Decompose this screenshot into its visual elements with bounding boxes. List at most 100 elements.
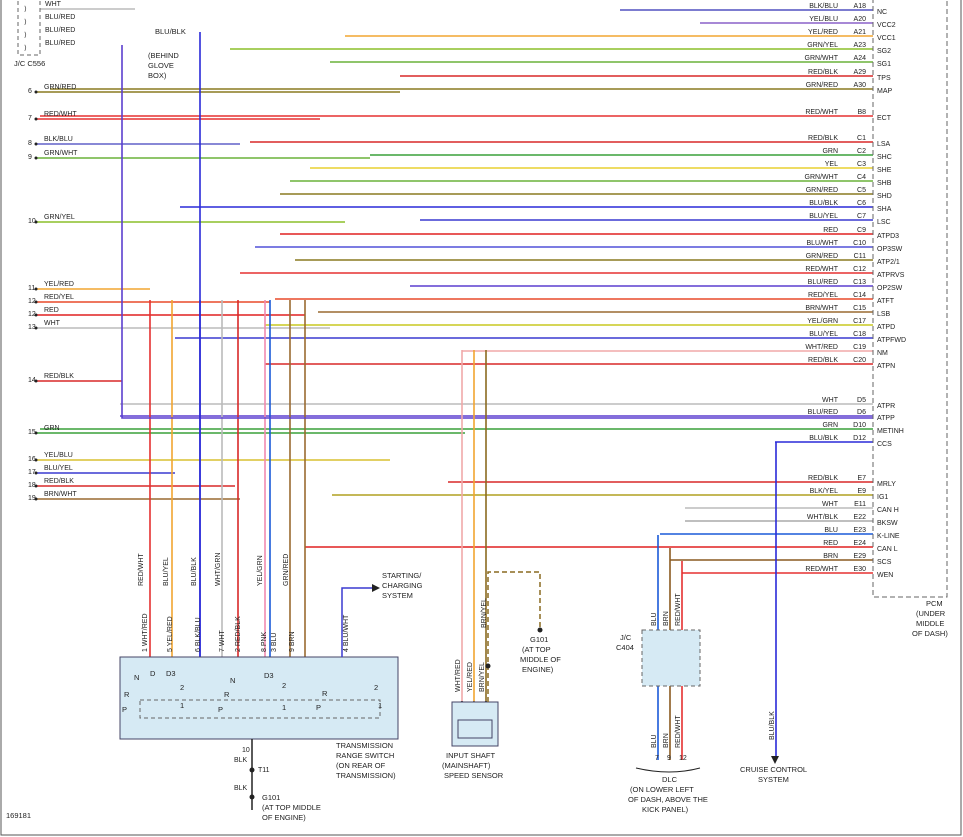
left-wire-label-5: RED/WHT <box>44 111 77 118</box>
pcm-pin-E23: E23 <box>854 527 867 534</box>
pcm-pin-D10: D10 <box>853 422 866 429</box>
pcm-wire-label-B8: RED/WHT <box>805 109 838 116</box>
left-wire-label-13: RED/BLK <box>44 373 74 380</box>
pcm-wire-label-C7: BLU/YEL <box>809 213 838 220</box>
left-wire-label-1: BLU/RED <box>45 14 75 21</box>
left-wire-label-11: RED <box>44 307 59 314</box>
g101-top-dot <box>537 627 543 633</box>
left-wire-label-4: GRN/RED <box>44 84 76 91</box>
cruise-wire-label: BLU/BLK <box>769 711 776 740</box>
pcm-pin-E9: E9 <box>857 488 866 495</box>
pcm-wire-label-C12: RED/WHT <box>805 266 838 273</box>
trs-pin-0: 1 WHT/RED <box>142 614 149 653</box>
pcm-pin-C15: C15 <box>853 305 866 312</box>
trs-pin-3: 7 WHT <box>219 630 226 653</box>
left-wire-label-16: BLU/YEL <box>44 465 73 472</box>
pcm-wire-label-E29: BRN <box>823 553 838 560</box>
pcm-pin-name-C13: OP2SW <box>877 285 903 292</box>
left-wire-label-8: GRN/YEL <box>44 214 75 221</box>
left-wire-num-12: 13 <box>28 324 36 331</box>
jc556-note-3: BOX) <box>148 71 167 80</box>
pcm-pin-name-D10: METINH <box>877 428 904 435</box>
pcm-wire-label-C9: RED <box>823 227 838 234</box>
iss-wire-label-1: YEL/RED <box>467 662 474 692</box>
pcm-label-4: OF DASH) <box>912 629 948 638</box>
left-wire-label-2: BLU/RED <box>45 27 75 34</box>
jc556-box <box>17 0 41 56</box>
trs-gear-10: R <box>224 690 230 699</box>
iss-box <box>451 701 499 747</box>
pcm-pin-name-D6: ATPP <box>877 415 895 422</box>
trs-title-2: RANGE SWITCH <box>336 751 394 760</box>
pcm-pin-C3: C3 <box>857 161 866 168</box>
left-wire-num-17: 18 <box>28 482 36 489</box>
pcm-pin-name-C18: ATPFWD <box>877 337 906 344</box>
pcm-pin-C4: C4 <box>857 174 866 181</box>
trs-box <box>119 656 399 740</box>
pcm-pin-D5: D5 <box>857 397 866 404</box>
trs-top-wire-0: RED/WHT <box>138 553 145 586</box>
dlc-title-3: OF DASH, ABOVE THE <box>628 795 708 804</box>
pcm-pin-B8: B8 <box>857 109 866 116</box>
pcm-pin-name-E22: BKSW <box>877 520 898 527</box>
pcm-pin-C18: C18 <box>853 331 866 338</box>
left-wire-label-12: WHT <box>44 320 61 327</box>
pcm-wire-label-C1: RED/BLK <box>808 135 838 142</box>
dlc-wire-label-0: BLU <box>651 734 658 748</box>
cruise-label-2: SYSTEM <box>758 775 789 784</box>
figure-id: 169181 <box>6 811 31 820</box>
pcm-wire-label-C15: BRN/WHT <box>805 305 838 312</box>
pcm-wire-label-A29: RED/BLK <box>808 69 838 76</box>
pcm-pin-C1: C1 <box>857 135 866 142</box>
pcm-pin-name-E7: MRLY <box>877 481 896 488</box>
trs-title-4: TRANSMISSION) <box>336 771 396 780</box>
trs-top-wire-3: WHT/GRN <box>215 553 222 586</box>
trs-gear-16: 1 <box>378 701 382 710</box>
pcm-pin-name-C12: ATPRVS <box>877 272 905 279</box>
dlc-wire-label-1: BRN <box>663 733 670 748</box>
trs-title-1: TRANSMISSION <box>336 741 393 750</box>
iss-wire-label-2: BRN/YEL <box>479 662 486 692</box>
left-wire-num-11: 12 <box>28 311 36 318</box>
jc404-label-1: J/C <box>620 633 632 642</box>
trs-gear-13: R <box>322 689 328 698</box>
blu-red-trunk <box>121 45 873 419</box>
pcm-pin-name-C10: OP3SW <box>877 246 903 253</box>
g101-top-label: G101 <box>530 635 548 644</box>
g101-bottom-dot <box>249 794 255 800</box>
pcm-wire-label-E24: RED <box>823 540 838 547</box>
pcm-pin-name-C4: SHB <box>877 180 892 187</box>
trs-title-3: (ON REAR OF <box>336 761 386 770</box>
g101-bottom-label: G101 <box>262 793 280 802</box>
left-wire-label-17: RED/BLK <box>44 478 74 485</box>
pcm-pin-name-E9: IG1 <box>877 494 888 501</box>
pcm-pin-E7: E7 <box>857 475 866 482</box>
trs-gear-5: P <box>122 705 127 714</box>
trs-gear-11: P <box>218 705 223 714</box>
left-wire-num-9: 11 <box>28 285 35 292</box>
pcm-label-1: PCM <box>926 599 943 608</box>
left-wire-dot-8 <box>34 220 38 224</box>
jc404-wire-label-1: BRN <box>663 611 670 626</box>
pcm-pin-name-D5: ATPR <box>877 403 895 410</box>
pcm-wire-label-D5: WHT <box>822 397 839 404</box>
trs-gear-15: 2 <box>374 683 378 692</box>
pcm-pin-name-A24: SG1 <box>877 61 891 68</box>
pcm-pin-C10: C10 <box>853 240 866 247</box>
pcm-pin-name-C1: LSA <box>877 141 891 148</box>
pcm-pin-C14: C14 <box>853 292 866 299</box>
pcm-wire-label-E23: BLU <box>824 527 838 534</box>
pcm-wire-label-A20: YEL/BLU <box>809 16 838 23</box>
left-wire-dot-13 <box>34 379 38 383</box>
left-wire-num-15: 16 <box>28 456 36 463</box>
left-wire-label-15: YEL/BLU <box>44 452 73 459</box>
jc556-pin-icon-2: ⟩ <box>24 31 27 39</box>
left-wire-num-13: 14 <box>28 377 36 384</box>
pcm-pin-name-C19: NM <box>877 350 888 357</box>
pcm-label-3: MIDDLE <box>916 619 944 628</box>
pcm-pin-name-A29: TPS <box>877 75 891 82</box>
left-wire-num-10: 12 <box>28 298 36 305</box>
pcm-pin-name-C14: ATFT <box>877 298 895 305</box>
pcm-wire-label-C13: BLU/RED <box>808 279 838 286</box>
